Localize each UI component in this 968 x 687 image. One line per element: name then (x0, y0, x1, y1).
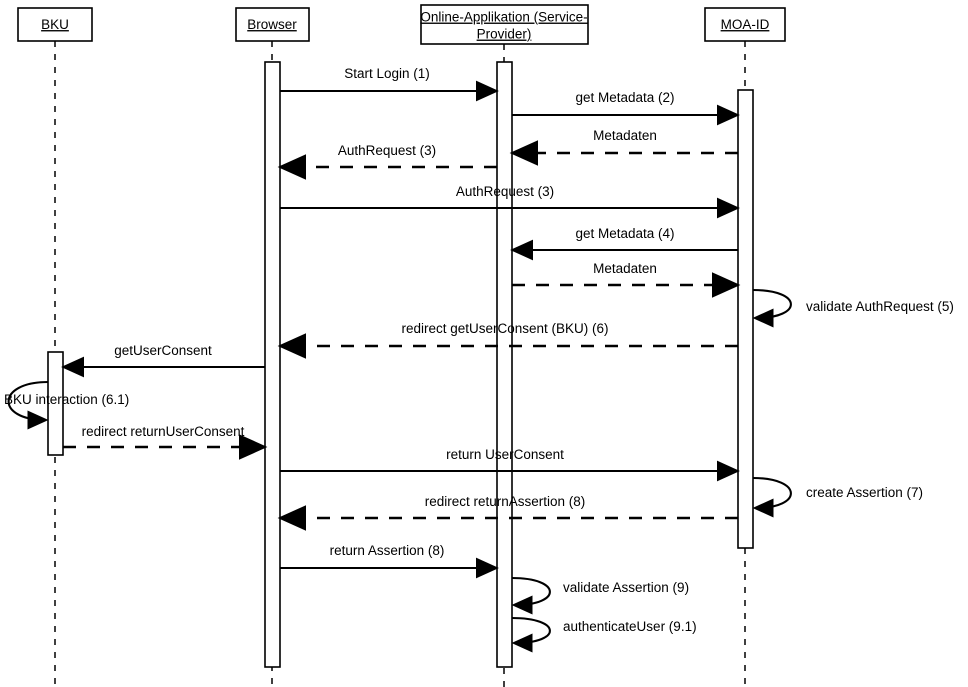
lifeline-label-moaid: MOA-ID (721, 17, 770, 32)
lifeline-label-bku: BKU (41, 17, 69, 32)
activation-bar-oa (496, 61, 513, 668)
lifeline-label-browser: Browser (247, 17, 297, 32)
message-label-8: redirect getUserConsent (BKU) (6) (401, 321, 608, 336)
activation-bar-moaid (737, 89, 754, 549)
activations-layer (47, 61, 754, 668)
message-label-10: redirect returnUserConsent (82, 424, 245, 439)
activation-bar-bku (47, 351, 64, 456)
message-label-13: return Assertion (8) (330, 543, 445, 558)
self-message-label-1: BKU interaction (6.1) (4, 392, 129, 407)
message-label-3: Metadaten (593, 128, 657, 143)
lifeline-head-bku[interactable] (17, 7, 93, 42)
message-label-9: getUserConsent (114, 343, 212, 358)
self-message-loop-3 (511, 576, 551, 615)
self-message-label-0: validate AuthRequest (5) (806, 299, 954, 314)
message-label-5: AuthRequest (3) (456, 184, 554, 199)
messages-layer: Start Login (1) get Metadata (2) Metadaten… (61, 66, 741, 579)
message-label-12: redirect returnAssertion (8) (425, 494, 586, 509)
message-label-6: get Metadata (4) (575, 226, 674, 241)
self-message-loop-1 (7, 380, 49, 430)
message-label-1: Start Login (1) (344, 66, 430, 81)
lifeline-head-browser[interactable] (235, 7, 310, 42)
message-label-4: AuthRequest (3) (338, 143, 436, 158)
self-message-label-2: create Assertion (7) (806, 485, 923, 500)
lifeline-heads-layer: BKU Browser Online-Applikation (Service- Pr… (17, 4, 786, 45)
lifeline-label-oa-line1: Online-Applikation (Service- (420, 10, 587, 25)
self-message-loop-2 (752, 476, 792, 518)
self-message-label-4: authenticateUser (9.1) (563, 619, 697, 634)
message-label-11: return UserConsent (446, 447, 564, 462)
lifeline-label-oa-line2: Provider) (477, 27, 532, 42)
self-message-loop-4 (511, 616, 551, 653)
activation-bar-browser (264, 61, 281, 668)
message-label-7: Metadaten (593, 261, 657, 276)
lifeline-head-oa[interactable] (420, 4, 589, 45)
self-message-label-3: validate Assertion (9) (563, 580, 689, 595)
self-messages-layer: validate AuthRequest (5) BKU interaction … (4, 288, 954, 653)
message-label-2: get Metadata (2) (575, 90, 674, 105)
self-message-loop-0 (752, 288, 792, 328)
lifeline-head-moaid[interactable] (704, 7, 786, 42)
